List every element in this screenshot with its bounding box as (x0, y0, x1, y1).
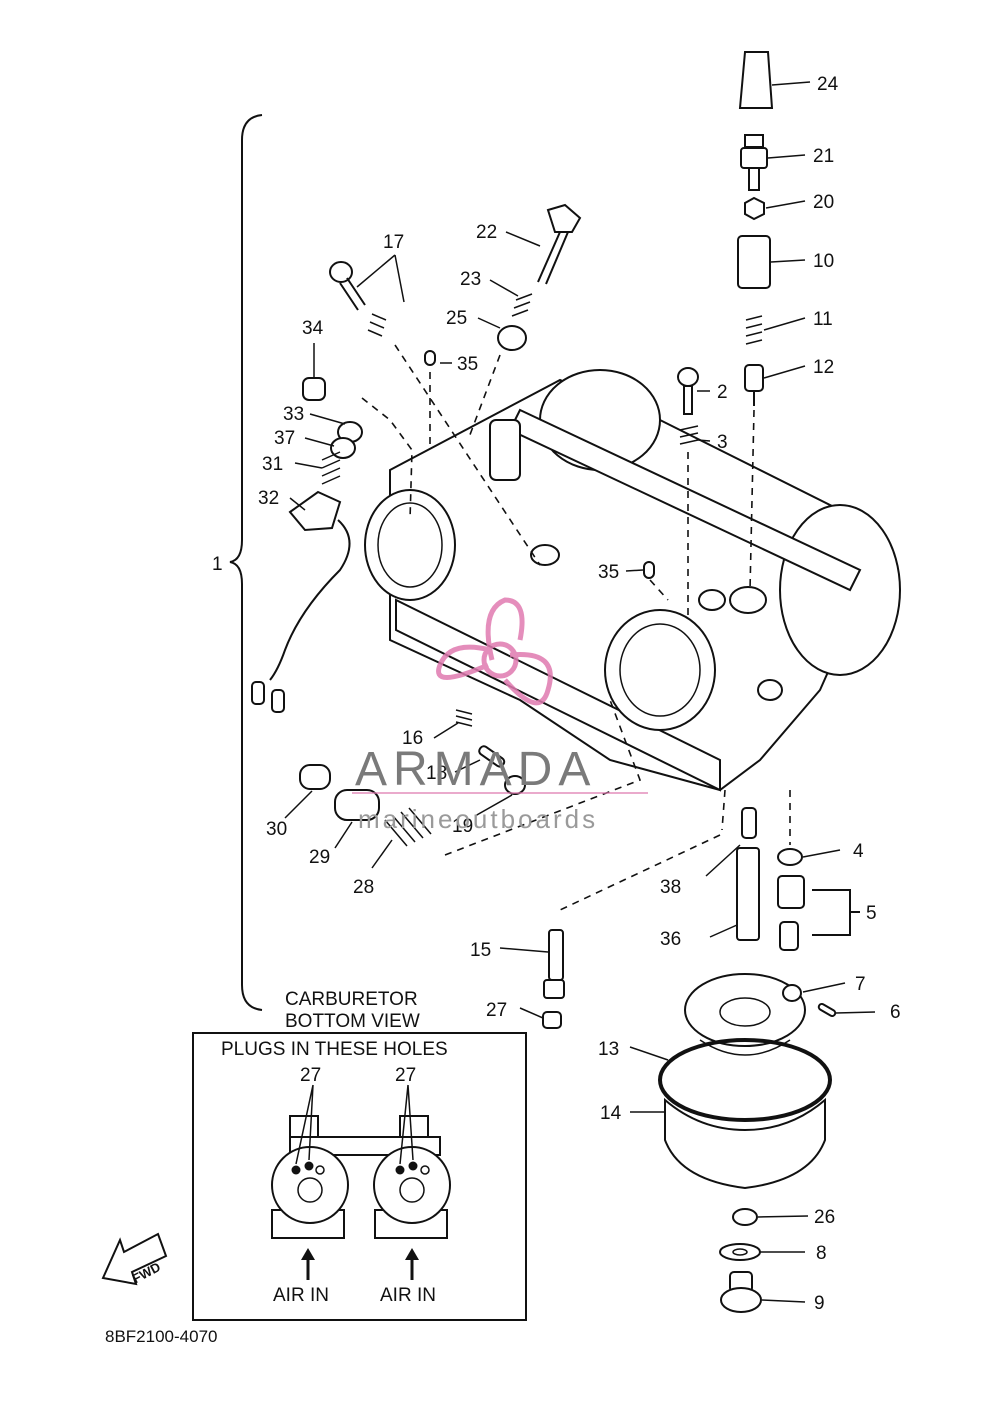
fwd-arrow-icon (101, 1232, 168, 1286)
inset-label-27-left: 27 (300, 1065, 321, 1086)
label-9: 9 (814, 1293, 825, 1314)
label-10: 10 (813, 251, 834, 272)
label-23: 23 (460, 269, 481, 290)
label-8: 8 (816, 1243, 827, 1264)
assembly-bracket (229, 114, 263, 1011)
label-22: 22 (476, 222, 497, 243)
inset-label-27-right: 27 (395, 1065, 416, 1086)
pilot-screw-group (467, 203, 582, 441)
label-20: 20 (813, 192, 834, 213)
label-30: 30 (266, 819, 287, 840)
part-labels: 1 2 3 4 5 6 7 8 9 10 11 12 13 14 15 16 1… (212, 74, 901, 1314)
label-2: 2 (717, 382, 728, 403)
label-11: 11 (813, 309, 833, 330)
label-7: 7 (855, 974, 866, 995)
label-19: 19 (452, 816, 473, 837)
accelerator-pump-group (299, 699, 642, 856)
label-36: 36 (660, 929, 681, 950)
label-6: 6 (890, 1002, 901, 1023)
label-26: 26 (814, 1207, 835, 1228)
label-28: 28 (353, 877, 374, 898)
air-arrow-icon (301, 1248, 419, 1280)
enrichment-group (251, 350, 436, 713)
carburetor-body (364, 369, 901, 792)
label-21: 21 (813, 146, 834, 167)
label-32: 32 (258, 488, 279, 509)
float-valve-group (777, 790, 860, 951)
label-35-top: 35 (457, 354, 478, 375)
label-4: 4 (853, 841, 864, 862)
leader-lines (284, 81, 876, 1303)
idle-screw-group (329, 261, 541, 566)
label-12: 12 (813, 357, 834, 378)
throttle-screw (677, 367, 699, 615)
inset-caption: PLUGS IN THESE HOLES (221, 1039, 448, 1060)
watermark (352, 597, 648, 794)
inset-title-line1: CARBURETOR (285, 989, 418, 1010)
label-16: 16 (402, 728, 423, 749)
label-38: 38 (660, 877, 681, 898)
inset-title-line2: BOTTOM VIEW (285, 1011, 420, 1032)
propeller-hub-icon (481, 641, 519, 679)
propeller-logo-icon (436, 597, 553, 706)
bottom-view-inset (192, 1032, 527, 1321)
watermark-tagline: marineoutboards (358, 804, 598, 834)
label-37: 37 (274, 428, 295, 449)
label-24: 24 (817, 74, 839, 95)
label-25: 25 (446, 308, 467, 329)
label-17: 17 (383, 232, 404, 253)
jet-group (542, 789, 760, 1029)
label-18: 18 (426, 763, 447, 784)
label-3: 3 (717, 432, 728, 453)
air-in-left: AIR IN (273, 1285, 329, 1306)
air-in-right: AIR IN (380, 1285, 436, 1306)
label-31: 31 (262, 454, 283, 475)
watermark-brand: ARMADA (355, 743, 596, 796)
catalog-code: 8BF2100-4070 (105, 1327, 217, 1346)
label-14: 14 (600, 1103, 622, 1124)
label-1: 1 (212, 554, 223, 575)
label-34: 34 (302, 318, 324, 339)
float-bowl-group (658, 973, 837, 1313)
label-13: 13 (598, 1039, 619, 1060)
label-33: 33 (283, 404, 304, 425)
label-29: 29 (309, 847, 330, 868)
label-15: 15 (470, 940, 491, 961)
label-5: 5 (866, 903, 877, 924)
label-27: 27 (486, 1000, 507, 1021)
plug-35 (643, 561, 655, 579)
label-35-right: 35 (598, 562, 619, 583)
fuel-fitting-stack (737, 51, 774, 591)
